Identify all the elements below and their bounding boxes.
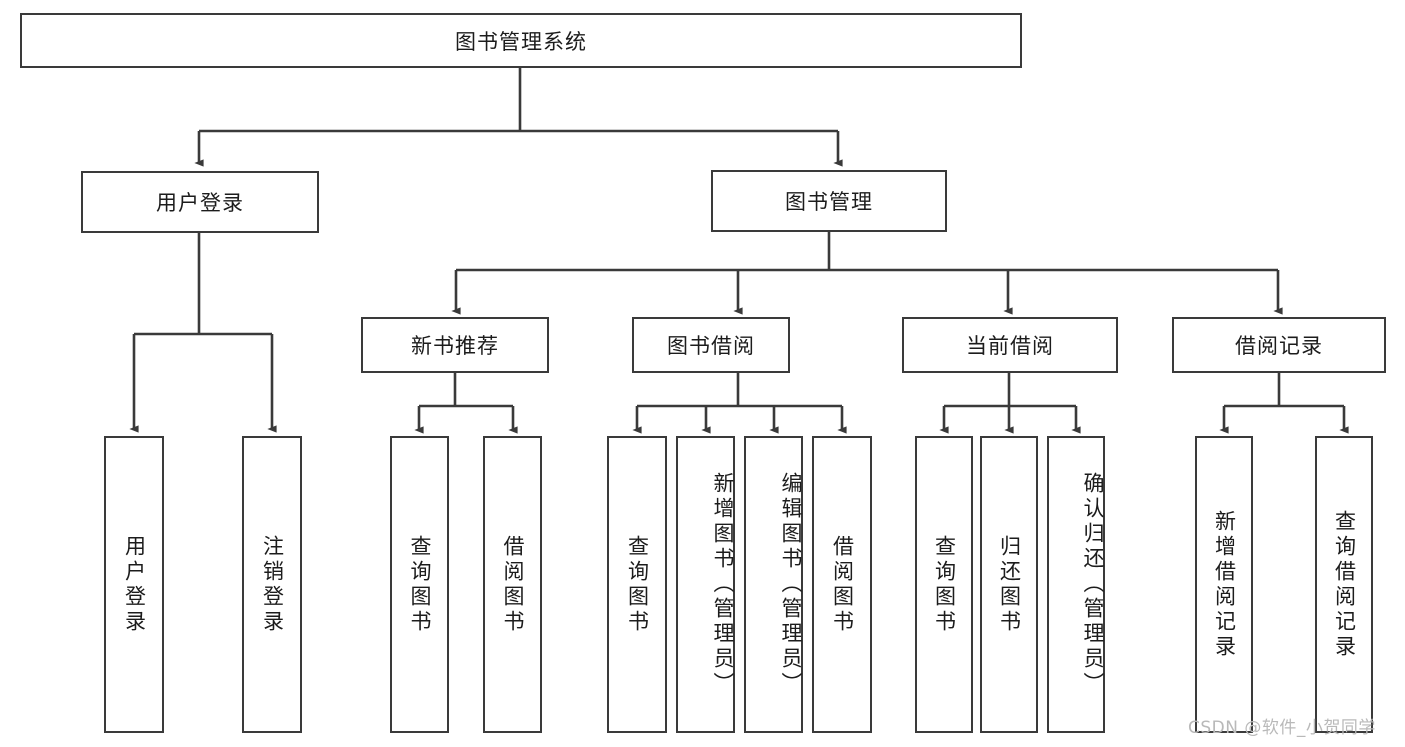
leaf-user-login-login[interactable]: 用户登录	[104, 436, 164, 733]
leaf-borrow-record-add[interactable]: 新增借阅记录	[1195, 436, 1253, 733]
node-book-management[interactable]: 图书管理	[711, 170, 947, 232]
node-current-borrow[interactable]: 当前借阅	[902, 317, 1118, 373]
node-root-system[interactable]: 图书管理系统	[20, 13, 1022, 68]
leaf-current-borrow-confirm-return[interactable]: 确认归还（管理员）	[1047, 436, 1105, 733]
node-book-borrow[interactable]: 图书借阅	[632, 317, 790, 373]
leaf-borrow-record-query[interactable]: 查询借阅记录	[1315, 436, 1373, 733]
leaf-book-borrow-edit[interactable]: 编辑图书（管理员）	[744, 436, 803, 733]
node-borrow-record[interactable]: 借阅记录	[1172, 317, 1386, 373]
watermark-text: CSDN @软件_小贺同学	[1188, 718, 1376, 738]
leaf-book-borrow-borrow[interactable]: 借阅图书	[812, 436, 872, 733]
leaf-current-borrow-return[interactable]: 归还图书	[980, 436, 1038, 733]
leaf-new-book-query[interactable]: 查询图书	[390, 436, 449, 733]
leaf-new-book-borrow[interactable]: 借阅图书	[483, 436, 542, 733]
leaf-user-login-logout[interactable]: 注销登录	[242, 436, 302, 733]
leaf-book-borrow-add[interactable]: 新增图书（管理员）	[676, 436, 735, 733]
leaf-book-borrow-query[interactable]: 查询图书	[607, 436, 667, 733]
node-new-book-recommend[interactable]: 新书推荐	[361, 317, 549, 373]
leaf-current-borrow-query[interactable]: 查询图书	[915, 436, 973, 733]
node-user-login[interactable]: 用户登录	[81, 171, 319, 233]
